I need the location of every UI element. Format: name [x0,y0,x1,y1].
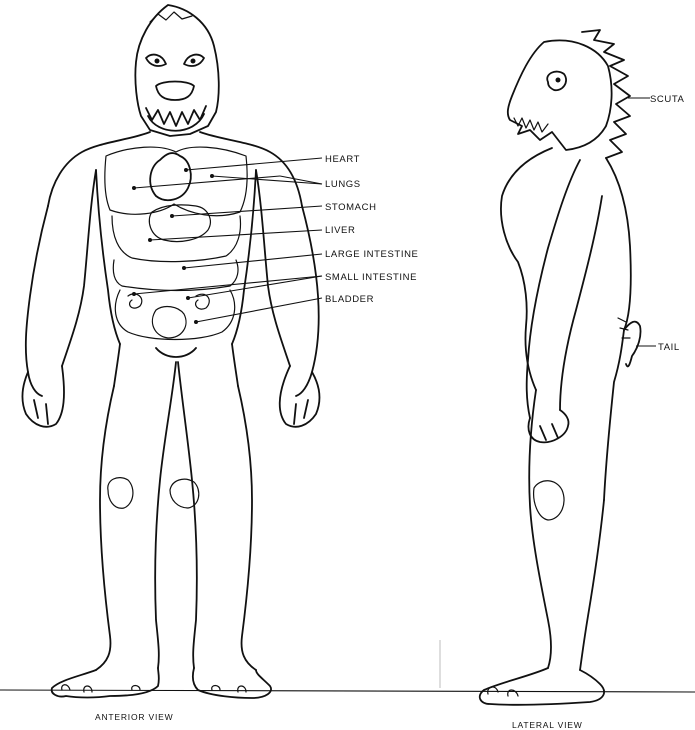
leader-large-intestine [184,254,322,268]
anterior-torso [96,170,256,344]
leader-stomach [172,206,322,216]
anterior-stomach [149,205,210,242]
anterior-shoulders [48,132,302,206]
anterior-bladder [152,307,186,338]
label-bladder: BLADDER [325,294,374,305]
leader-liver [150,230,322,240]
lateral-head [508,40,612,150]
anterior-right-arm [256,170,319,396]
anterior-right-hand [280,366,320,427]
anterior-right-pupil [191,59,196,64]
dot-lungs-left [132,186,136,190]
caption-lateral-view: LATERAL VIEW [512,720,583,730]
lateral-leg [529,390,604,670]
lateral-tail [624,322,641,367]
dot-large-intestine [182,266,186,270]
lateral-back [604,158,631,500]
dot-small-intestine-right [186,296,190,300]
anterior-left-foot [52,668,159,698]
caption-anterior-view: ANTERIOR VIEW [95,712,173,722]
anterior-snout [156,82,194,101]
anterior-right-leg [178,362,256,670]
dot-bladder [194,320,198,324]
anterior-left-arm [26,170,96,396]
dot-heart [184,168,188,172]
anterior-crest [150,12,192,22]
lateral-pupil [556,78,561,83]
anterior-left-pupil [155,59,160,64]
label-liver: LIVER [325,225,355,236]
label-tail: TAIL [658,342,680,353]
dot-stomach [170,214,174,218]
lateral-front [501,148,552,390]
leader-bladder [196,298,322,322]
anterior-left-leg [96,362,176,670]
label-scuta: SCUTA [650,94,685,105]
dot-small-intestine-left [132,292,136,296]
anterior-left-knee [108,478,133,509]
anterior-small-intestine [115,290,234,340]
label-large-intestine: LARGE INTESTINE [325,249,418,260]
label-lungs: LUNGS [325,179,361,190]
label-stomach: STOMACH [325,202,377,213]
ground-line [0,690,695,692]
dot-lungs-right [210,174,214,178]
lateral-hand [528,410,568,442]
lateral-knee [534,481,564,520]
anterior-figure [22,5,319,698]
lateral-arm [527,160,602,418]
leader-heart [186,158,322,170]
lateral-scuta [582,30,630,158]
dot-liver [148,238,152,242]
lateral-figure [480,30,641,705]
anterior-right-foot [193,668,271,698]
label-small-intestine: SMALL INTESTINE [325,272,417,283]
anterior-chin [148,114,204,131]
anterior-leaders [132,158,322,324]
lateral-foot [480,668,604,705]
anterior-heart [150,153,191,200]
label-heart: HEART [325,154,360,165]
